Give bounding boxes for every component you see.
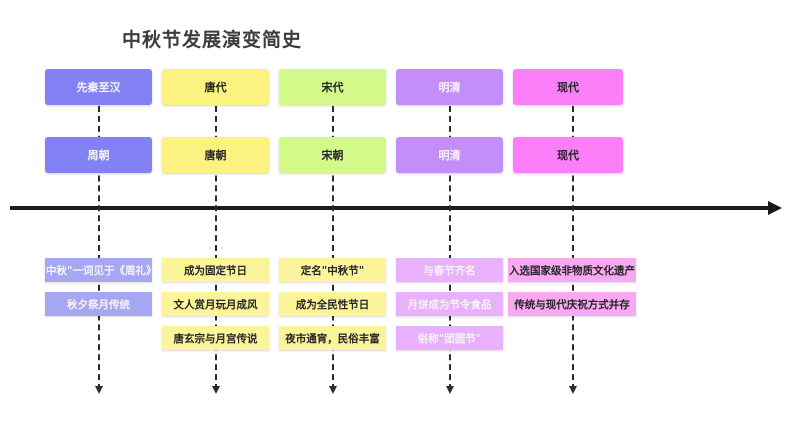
detail-box-ming-qing-0[interactable]: 与春节齐名	[396, 258, 503, 282]
connector-arrow-icon-ming-qing	[446, 386, 454, 394]
era-box-modern-era[interactable]: 现代	[513, 69, 623, 105]
connector-arrow-icon-song	[329, 386, 337, 394]
era-box-modern-dynasty[interactable]: 现代	[513, 137, 623, 173]
detail-box-modern-1[interactable]: 传统与现代庆祝方式并存	[508, 292, 636, 316]
detail-box-song-1[interactable]: 成为全民性节日	[279, 292, 386, 316]
detail-box-ming-qing-2[interactable]: 俗称"团圆节"	[396, 326, 503, 350]
detail-box-tang-2[interactable]: 唐玄宗与月宫传说	[162, 326, 269, 350]
era-box-song-dynasty[interactable]: 宋朝	[279, 137, 386, 173]
connector-arrow-icon-tang	[212, 386, 220, 394]
detail-box-modern-0[interactable]: 入选国家级非物质文化遗产	[508, 258, 636, 282]
era-box-tang-era[interactable]: 唐代	[162, 69, 269, 105]
detail-box-ming-qing-1[interactable]: 月饼成为节令食品	[396, 292, 503, 316]
detail-box-song-0[interactable]: 定名"中秋节"	[279, 258, 386, 282]
timeline-arrow-icon	[768, 201, 782, 215]
connector-line-modern	[572, 106, 574, 390]
era-box-pre-qin-han-dynasty[interactable]: 周朝	[45, 137, 152, 173]
era-box-song-era[interactable]: 宋代	[279, 69, 386, 105]
detail-box-pre-qin-han-0[interactable]: "中秋"一词见于《周礼》	[41, 258, 156, 282]
connector-line-pre-qin-han	[98, 106, 100, 390]
connector-arrow-icon-modern	[569, 386, 577, 394]
page-title: 中秋节发展演变简史	[122, 29, 303, 51]
era-box-pre-qin-han-era[interactable]: 先秦至汉	[45, 69, 152, 105]
connector-line-song	[332, 106, 334, 390]
connector-arrow-icon-pre-qin-han	[95, 386, 103, 394]
era-box-tang-dynasty[interactable]: 唐朝	[162, 137, 269, 173]
connector-line-ming-qing	[449, 106, 451, 390]
detail-box-pre-qin-han-1[interactable]: 秋夕祭月传统	[45, 292, 152, 316]
timeline-axis-line	[10, 206, 770, 210]
era-box-ming-qing-dynasty[interactable]: 明清	[396, 137, 503, 173]
era-box-ming-qing-era[interactable]: 明清	[396, 69, 503, 105]
detail-box-song-2[interactable]: 夜市通宵，民俗丰富	[279, 326, 386, 350]
detail-box-tang-0[interactable]: 成为固定节日	[162, 258, 269, 282]
detail-box-tang-1[interactable]: 文人赏月玩月成风	[162, 292, 269, 316]
connector-line-tang	[215, 106, 217, 390]
